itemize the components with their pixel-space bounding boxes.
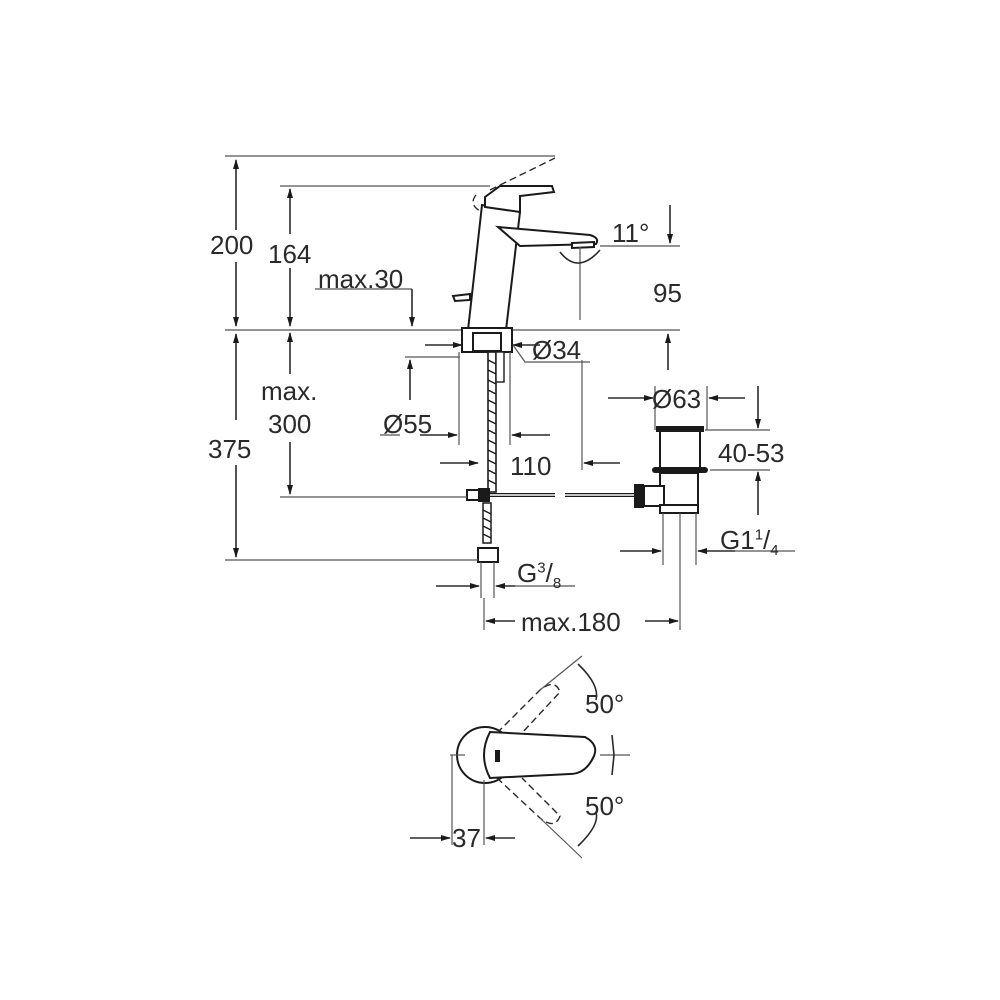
dim-outlet-height: 95 — [653, 278, 682, 308]
dim-spout-angle: 11° — [612, 218, 650, 248]
dim-shank-diameter: Ø34 — [532, 335, 582, 365]
faucet-body — [466, 203, 522, 331]
dim-waste-thread: G11/4 — [720, 525, 779, 560]
dim-total-height: 200 — [210, 230, 254, 260]
dim-waste-range: 40-53 — [718, 438, 785, 468]
dim-below-deck-value: 300 — [268, 409, 312, 439]
dim-lever-offset: 37 — [452, 823, 481, 853]
dim-below-deck-label: max. — [261, 376, 318, 406]
dim-lever-angle-down: 50° — [585, 791, 625, 821]
hose-nut — [477, 547, 499, 563]
dim-waste-diameter: Ø63 — [652, 384, 702, 414]
dim-popup-max: max.180 — [521, 607, 621, 637]
dim-deck-max: max.30 — [318, 264, 404, 294]
dim-hose-length: 375 — [208, 434, 252, 464]
dim-inlet-thread: G3/8 — [517, 558, 562, 593]
faucet-spout — [495, 225, 599, 248]
dim-hole-diameter: Ø55 — [383, 409, 433, 439]
dim-spout-height: 164 — [268, 239, 312, 269]
waste-body — [659, 429, 701, 471]
lever-top-view — [483, 730, 597, 780]
dim-lever-angle-up: 50° — [585, 689, 625, 719]
top-view — [410, 655, 630, 859]
dim-projection: 110 — [510, 451, 552, 481]
faucet-lever — [484, 185, 556, 214]
